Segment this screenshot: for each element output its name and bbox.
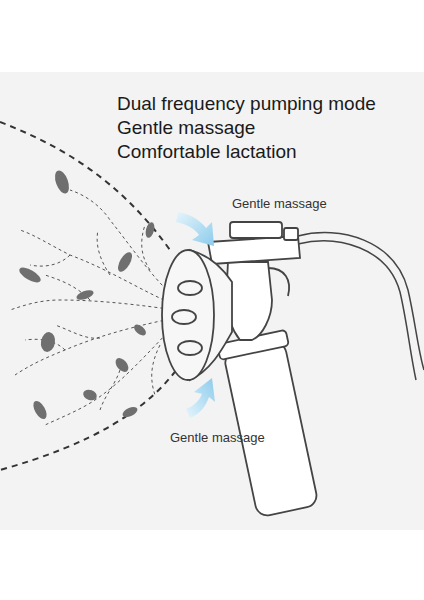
- callout-label: Gentle massage: [170, 430, 265, 446]
- feature-heading: Dual frequency pumping mode: [117, 92, 376, 115]
- pump-tube: [298, 233, 424, 380]
- background-panel: [0, 72, 424, 530]
- breast-outline: [0, 122, 182, 470]
- breast-flange: [162, 250, 232, 380]
- milk-lobules: [17, 169, 156, 421]
- massage-arrow: [176, 212, 214, 246]
- callout-label: Gentle massage: [232, 196, 327, 212]
- massage-arrow: [186, 378, 215, 418]
- bottle: [217, 330, 322, 519]
- feature-heading: Comfortable lactation: [117, 140, 297, 163]
- milk-ducts: [10, 190, 175, 425]
- feature-heading: Gentle massage: [117, 116, 255, 139]
